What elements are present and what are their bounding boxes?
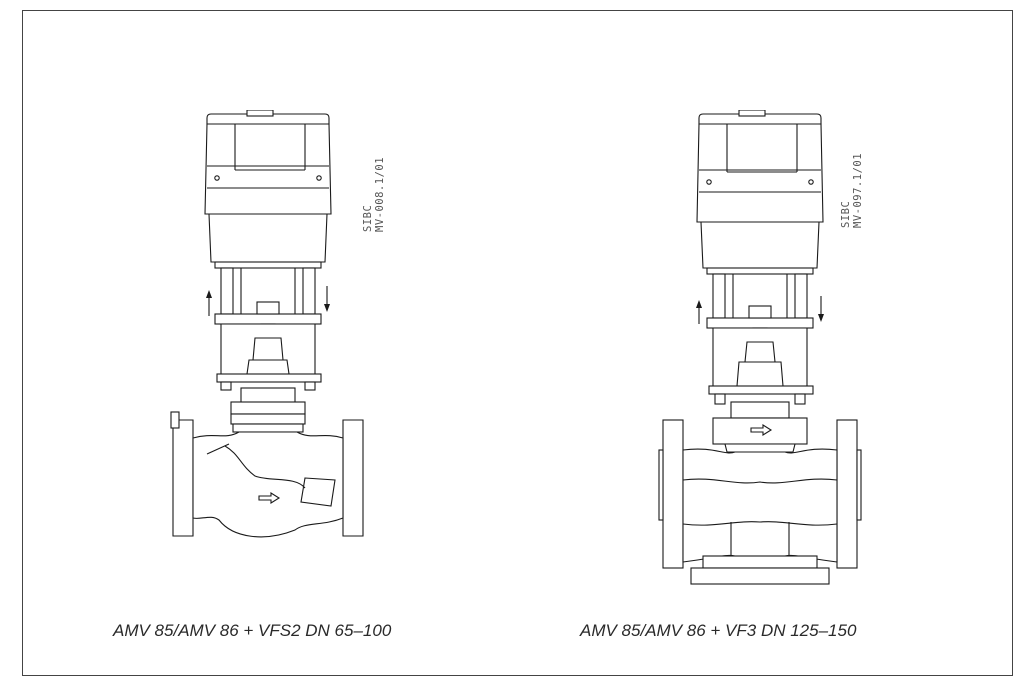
caption-right: AMV 85/AMV 86 + VF3 DN 125–150 xyxy=(580,621,857,640)
drawing-code-left: SIBC MV-008.1/01 xyxy=(362,157,386,232)
valve-drawing-right xyxy=(658,110,862,585)
drawing-code-right-line1: SIBC xyxy=(840,200,852,228)
figure-frame xyxy=(22,10,1013,676)
drawing-code-right-line2: MV-097.1/01 xyxy=(852,152,864,228)
caption-left: AMV 85/AMV 86 + VFS2 DN 65–100 xyxy=(113,621,392,640)
drawing-amv-vfs2 xyxy=(155,110,385,560)
drawing-code-left-line1: SIBC xyxy=(362,204,374,232)
drawing-code-right: SIBC MV-097.1/01 xyxy=(840,153,864,228)
drawing-code-left-line2: MV-008.1/01 xyxy=(374,156,386,232)
drawing-amv-vf3 xyxy=(655,110,885,590)
valve-drawing-left xyxy=(170,110,364,538)
